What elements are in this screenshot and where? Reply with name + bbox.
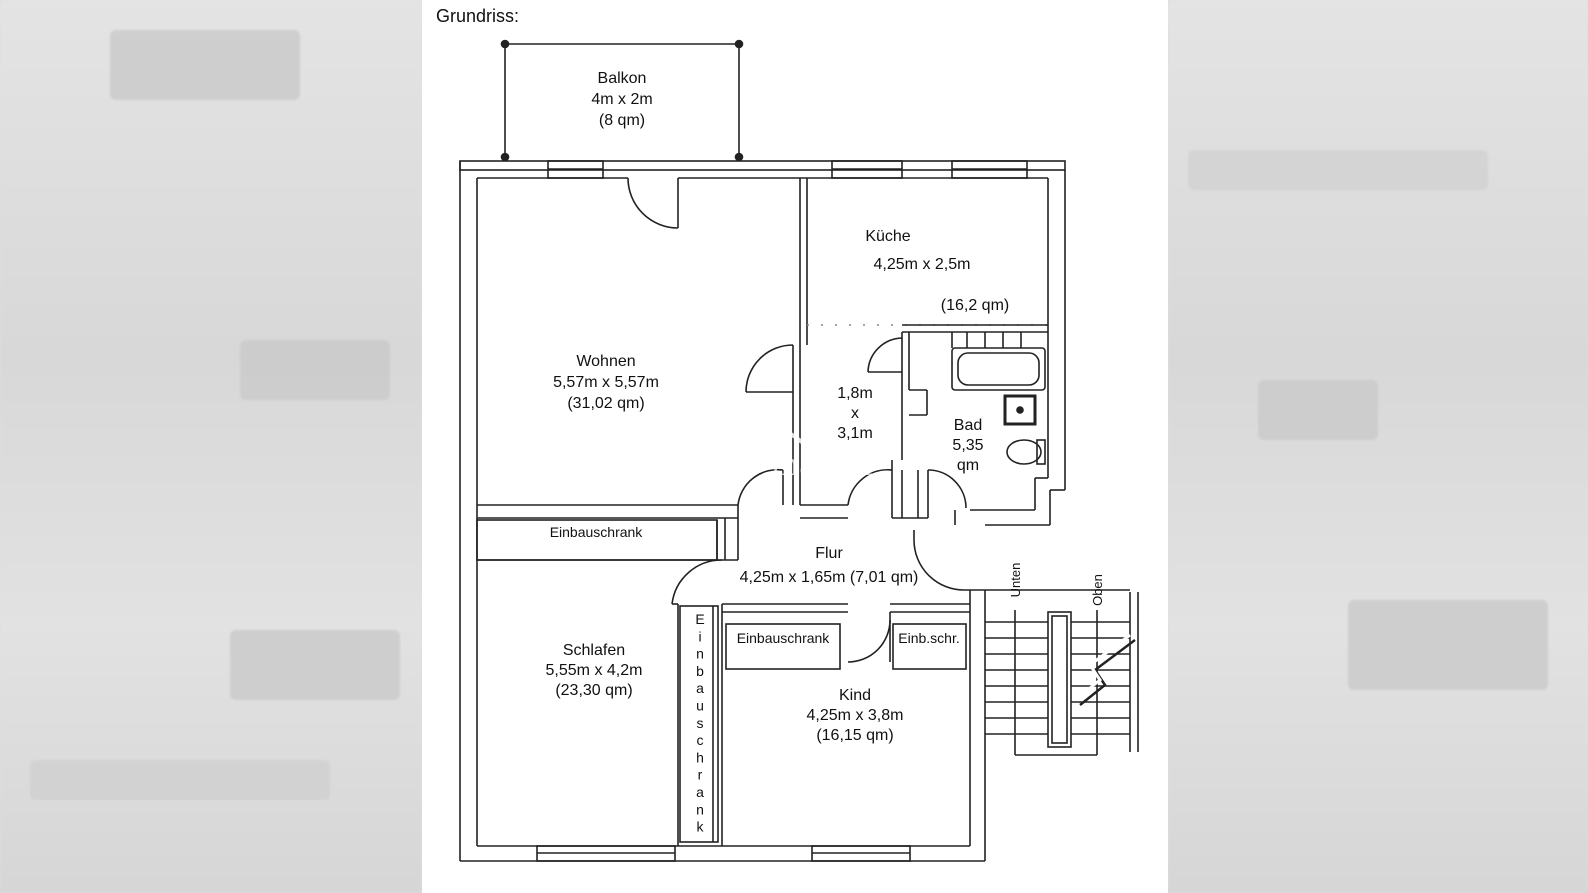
- closet-vertical-label: Einbauschrank: [695, 611, 704, 835]
- toilet: [1006, 439, 1042, 465]
- kind-name: Kind: [839, 687, 871, 704]
- balcony-railing: [504, 43, 740, 157]
- closet-vertical-letter: a: [696, 680, 704, 696]
- kueche-name: Küche: [865, 228, 910, 245]
- closet-vertical-letter: a: [696, 784, 704, 800]
- kind-area: (16,15 qm): [816, 727, 893, 744]
- closet-vertical-letter: i: [698, 628, 701, 644]
- closet-vertical-letter: k: [697, 819, 705, 835]
- flur-size: 4,25m x 1,65m (7,01 qm): [740, 569, 919, 586]
- closet-vertical-letter: b: [696, 663, 704, 679]
- closet-vertical-letter: r: [698, 767, 703, 783]
- closet-vertical-letter: h: [696, 749, 704, 765]
- kueche-size: 4,25m x 2,5m: [874, 256, 971, 273]
- sink: [1003, 394, 1037, 426]
- closet-kind-label: Einbauschrank: [737, 630, 831, 646]
- floor-plan: ohne-makler Balkon 4m x 2m (8 qm) Küche …: [459, 39, 1139, 862]
- blurred-background-right: [1168, 0, 1588, 893]
- bad-name: Bad: [954, 417, 982, 434]
- closet-vertical-letter: c: [697, 732, 704, 748]
- staircase: [985, 589, 1139, 756]
- diele-line3: 3,1m: [837, 425, 873, 442]
- closet-small: [892, 623, 967, 670]
- schlafen-name: Schlafen: [563, 642, 625, 659]
- diele-line1: 1,8m: [837, 385, 873, 402]
- wohnen-area: (31,02 qm): [567, 395, 644, 412]
- closet-wohnen-label: Einbauschrank: [550, 524, 644, 540]
- bad-line3: qm: [957, 457, 979, 474]
- schlafen-area: (23,30 qm): [555, 682, 632, 699]
- floor-plan-sheet: Grundriss:: [422, 0, 1168, 893]
- closet-vertical-letter: n: [696, 646, 704, 662]
- plan-heading: Grundriss:: [436, 6, 520, 26]
- bathtub: [951, 347, 1046, 391]
- diele-line2: x: [851, 405, 859, 422]
- closet-vertical-letter: u: [696, 698, 704, 714]
- balkon-name: Balkon: [598, 70, 647, 87]
- flur-name: Flur: [815, 545, 843, 562]
- closet-small-label: Einb.schr.: [898, 630, 959, 646]
- closet-vertical: [679, 605, 719, 843]
- watermark-text: ohne-makler: [686, 448, 877, 483]
- watermark-logo: ohne-makler: [686, 407, 877, 483]
- balkon-size: 4m x 2m: [591, 91, 652, 108]
- closet-kind: [725, 623, 841, 670]
- bad-line2: 5,35: [952, 437, 983, 454]
- schlafen-size: 5,55m x 4,2m: [546, 662, 643, 679]
- wohnen-size: 5,57m x 5,57m: [553, 374, 659, 391]
- closet-vertical-letter: s: [697, 715, 704, 731]
- closet-vertical-letter: E: [695, 611, 704, 627]
- blurred-background-left: [0, 0, 422, 893]
- stairs-down-label: Unten: [1008, 563, 1023, 598]
- balkon-area: (8 qm): [599, 112, 645, 129]
- closet-vertical-letter: n: [696, 801, 704, 817]
- kind-size: 4,25m x 3,8m: [807, 707, 904, 724]
- wohnen-name: Wohnen: [576, 353, 635, 370]
- kueche-area: (16,2 qm): [941, 297, 1009, 314]
- stairs-up-label: Oben: [1090, 574, 1105, 606]
